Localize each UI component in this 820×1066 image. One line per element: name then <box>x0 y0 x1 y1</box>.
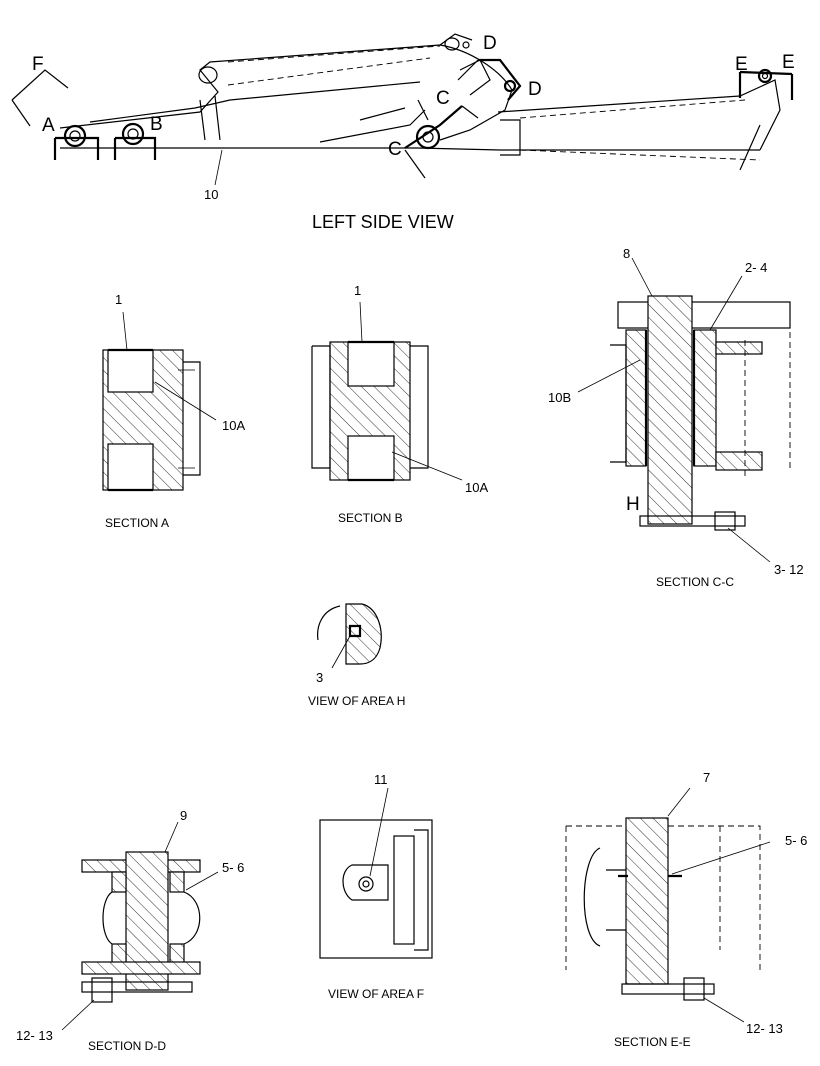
callout-c-lower: C <box>388 139 402 160</box>
section-c-c-label-10b: 10B <box>548 390 571 405</box>
left-side-view <box>11 33 794 186</box>
view-area-f-label-11: 11 <box>374 772 388 787</box>
view-area-h-caption: VIEW OF AREA H <box>308 694 405 708</box>
section-e-e-label-12-13: 12- 13 <box>746 1021 783 1036</box>
view-area-f-caption: VIEW OF AREA F <box>328 987 424 1001</box>
callout-e-right: E <box>782 52 795 73</box>
section-c-c-caption: SECTION C-C <box>656 575 734 589</box>
section-a-label-10a: 10A <box>222 418 245 433</box>
section-e-e-label-5-6: 5- 6 <box>785 833 807 848</box>
section-b-label-1: 1 <box>354 283 361 298</box>
callout-d-upper: D <box>483 33 497 54</box>
section-c-c <box>577 257 791 563</box>
section-c-c-label-2-4: 2- 4 <box>745 260 767 275</box>
part-label-10: 10 <box>204 187 218 202</box>
section-d-d-caption: SECTION D-D <box>88 1039 166 1053</box>
callout-d-lower: D <box>528 79 542 100</box>
section-e-e <box>565 787 771 1023</box>
section-a-caption: SECTION A <box>105 516 169 530</box>
section-c-c-label-8: 8 <box>623 246 630 261</box>
section-d-d <box>61 821 219 1031</box>
callout-f: F <box>32 54 44 75</box>
callout-c-upper: C <box>436 88 450 109</box>
section-c-c-label-3-12: 3- 12 <box>774 562 804 577</box>
section-e-e-caption: SECTION E-E <box>614 1035 691 1049</box>
section-b <box>311 301 463 482</box>
section-d-d-label-5-6: 5- 6 <box>222 860 244 875</box>
section-a-label-1: 1 <box>115 292 122 307</box>
section-d-d-label-9: 9 <box>180 808 187 823</box>
section-b-label-10a: 10A <box>465 480 488 495</box>
view-area-f <box>319 787 433 959</box>
section-d-d-label-12-13: 12- 13 <box>16 1028 53 1043</box>
callout-e-left: E <box>735 54 748 75</box>
section-c-c-label-h: H <box>626 494 640 515</box>
view-area-h <box>317 603 382 669</box>
section-a <box>102 311 217 492</box>
callout-a: A <box>42 115 55 136</box>
callout-b: B <box>150 114 163 135</box>
view-area-h-label-3: 3 <box>316 670 323 685</box>
section-e-e-label-7: 7 <box>703 770 710 785</box>
view-title: LEFT SIDE VIEW <box>312 212 454 232</box>
section-b-caption: SECTION B <box>338 511 403 525</box>
